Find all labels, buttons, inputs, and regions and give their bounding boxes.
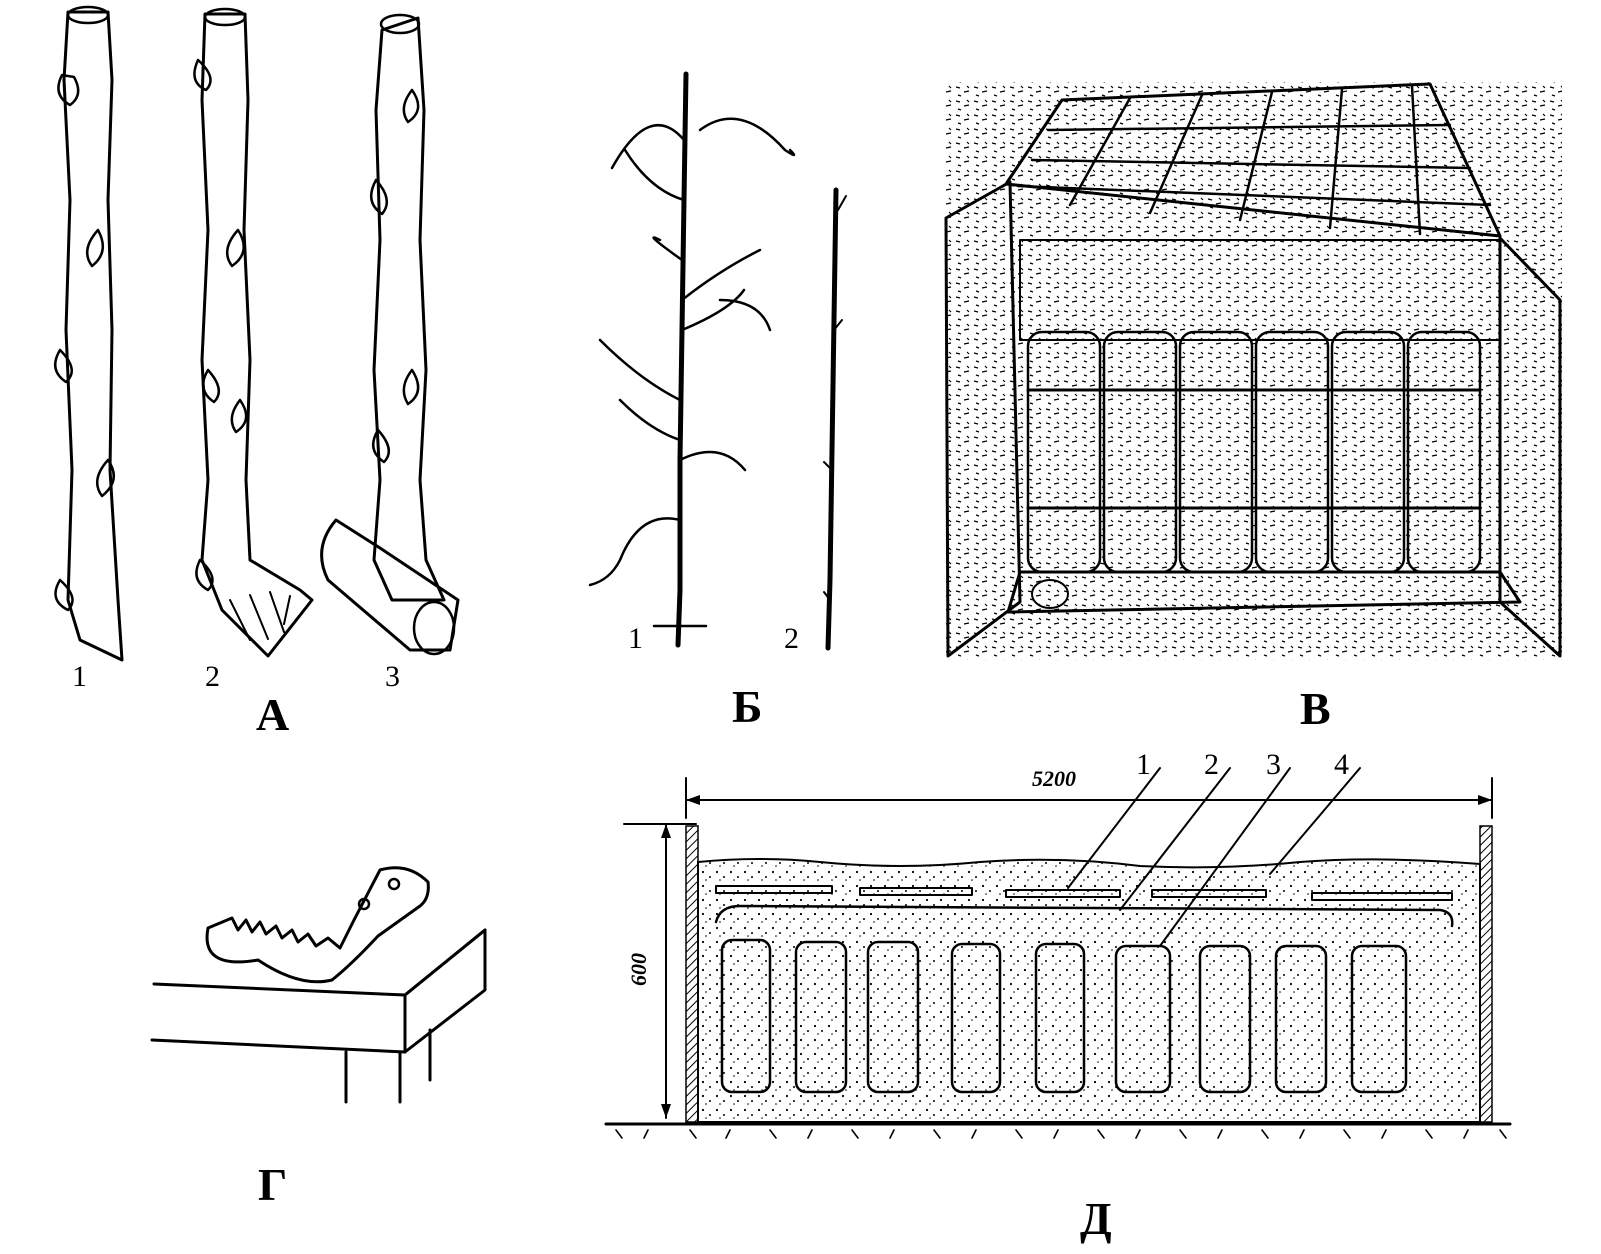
left-wall [685,825,699,1123]
panel-d-trench: 5200 600 [604,748,1512,1244]
panel-g-label: Г [258,1159,287,1210]
cutting-2-label: 2 [205,660,220,693]
layer-3-label: 3 [1266,748,1281,781]
width-dimension: 5200 [1032,766,1076,791]
trench-bundles [720,938,1408,1094]
panel-g-saw: Г [150,866,487,1210]
shoot-2 [823,187,847,651]
cutting-1 [53,5,124,662]
cutting-3-label: 3 [385,660,400,693]
layer-2-label: 2 [1204,748,1219,781]
panel-a-cuttings: 1 2 3 А [53,5,460,740]
cutting-3 [320,13,460,656]
cutting-2 [193,7,314,658]
cutting-1-label: 1 [72,660,87,693]
right-wall [1479,825,1493,1123]
height-dimension: 600 [626,953,651,986]
layer-4-label: 4 [1334,748,1349,781]
sand-layer [697,858,1481,1123]
glazed-frame [1004,82,1502,238]
cover-film [714,904,1454,928]
layer-1-label: 1 [1136,748,1151,781]
panel-d-label: Д [1080,1193,1112,1244]
panel-v-storage-box: В [944,82,1562,734]
shoot-1 [588,71,796,648]
board-layer [715,885,1453,901]
shoot-1-label: 1 [628,622,643,655]
leader-lines [1067,767,1361,947]
panel-b-shoots: 1 2 Б [588,71,847,732]
panel-v-label: В [1300,683,1331,734]
shoot-2-label: 2 [784,622,799,655]
panel-b-label: Б [732,681,762,732]
panel-a-label: А [256,689,289,740]
